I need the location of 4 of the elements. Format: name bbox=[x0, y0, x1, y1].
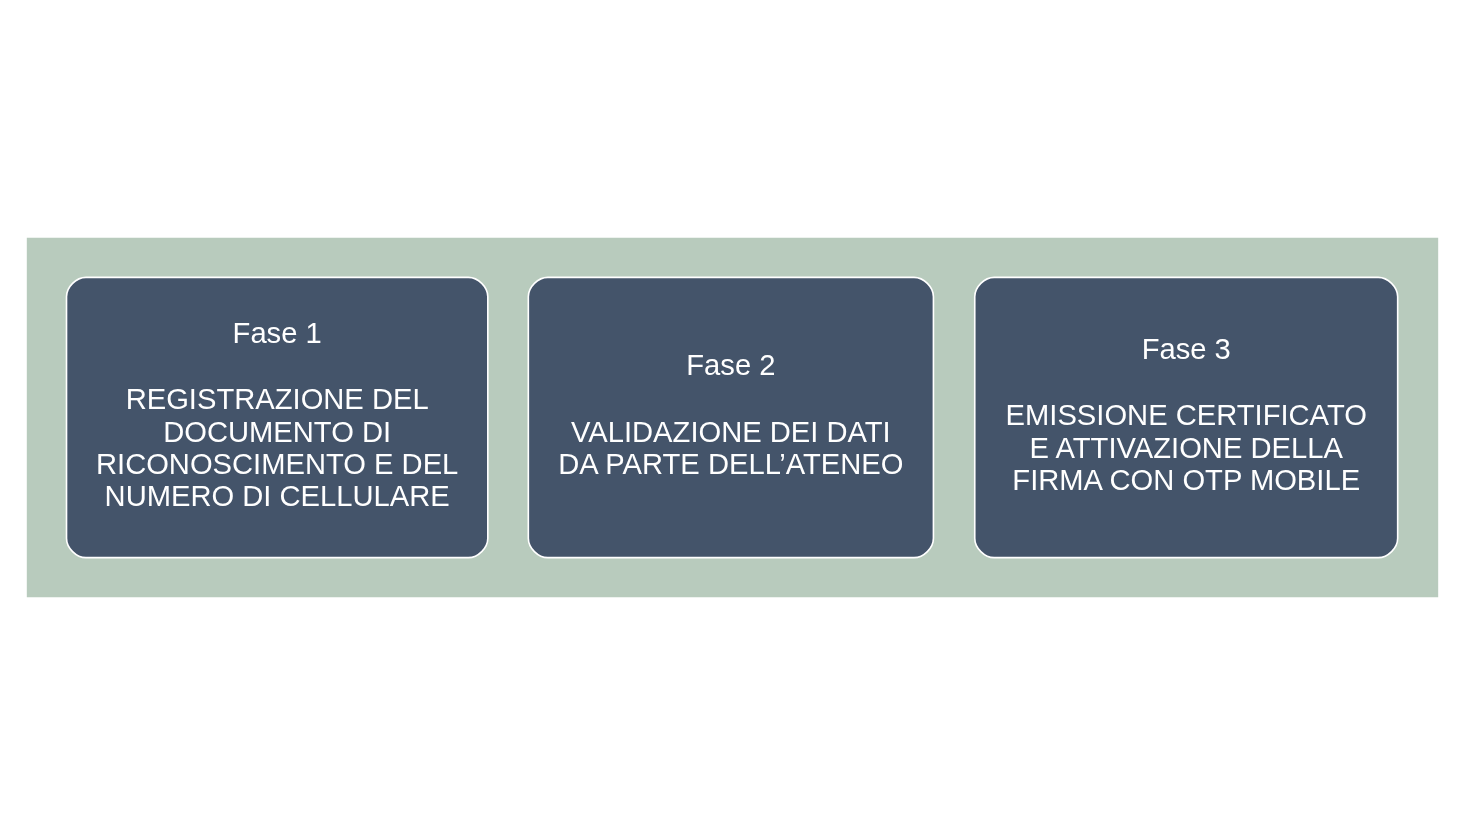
node-box: Fase 3 EMISSIONE CERTIFICATO E ATTIVAZIONE DELLA FIRMA CON OTP MOBILE bbox=[973, 276, 1399, 559]
cluster bbox=[26, 237, 1439, 598]
node-box: Fase 1 REGISTRAZIONE DEL DOCUMENTO DI RICONOSCIMENTO E DEL NUMERO DI CELLULARE bbox=[65, 276, 489, 559]
node-box: Fase 2 VALIDAZIONE DEI DATI DA PARTE DELL’ATENEO bbox=[527, 276, 935, 559]
